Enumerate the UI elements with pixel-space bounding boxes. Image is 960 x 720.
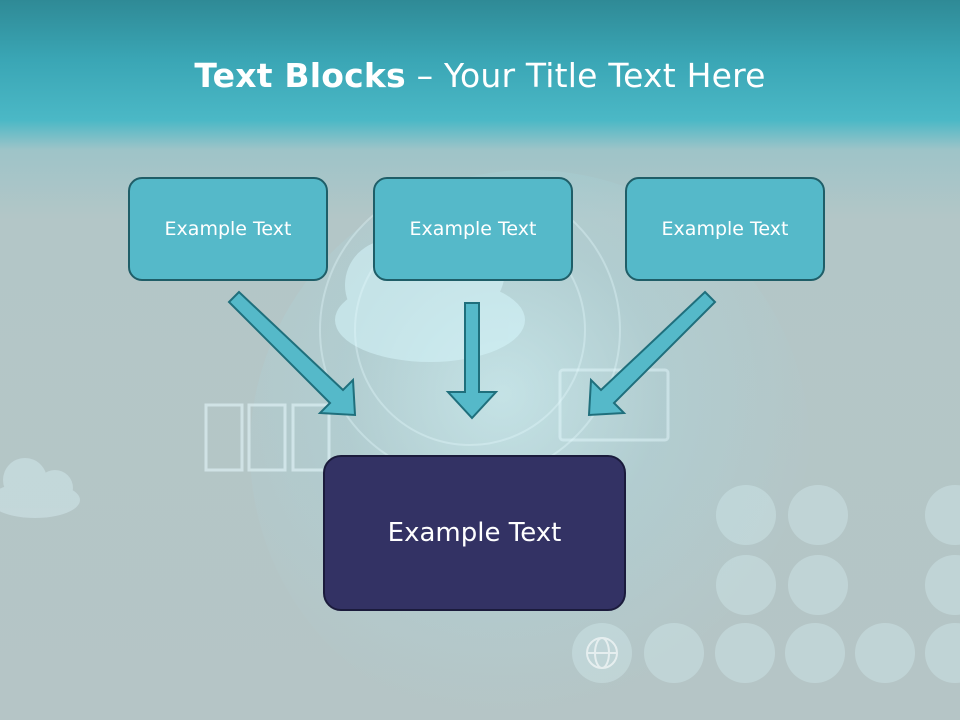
arrow-left [227, 290, 357, 417]
text-block-top-center[interactable]: Example Text [373, 177, 573, 281]
circle-icons [572, 485, 960, 683]
text-block-label: Example Text [387, 518, 562, 548]
text-block-label: Example Text [661, 218, 789, 240]
text-block-top-right[interactable]: Example Text [625, 177, 825, 281]
arrow-center [445, 302, 499, 420]
title-bold: Text Blocks [194, 56, 406, 95]
globe-icon [586, 637, 618, 669]
text-block-label: Example Text [164, 218, 292, 240]
text-block-bottom[interactable]: Example Text [323, 455, 626, 611]
text-block-label: Example Text [409, 218, 537, 240]
title-rest: – Your Title Text Here [405, 56, 766, 95]
cloud-icon [0, 458, 80, 518]
text-block-top-left[interactable]: Example Text [128, 177, 328, 281]
slide-title: Text Blocks – Your Title Text Here [0, 56, 960, 96]
laptop-icon [558, 368, 670, 442]
server-icon [204, 403, 331, 472]
arrow-right [587, 290, 717, 417]
